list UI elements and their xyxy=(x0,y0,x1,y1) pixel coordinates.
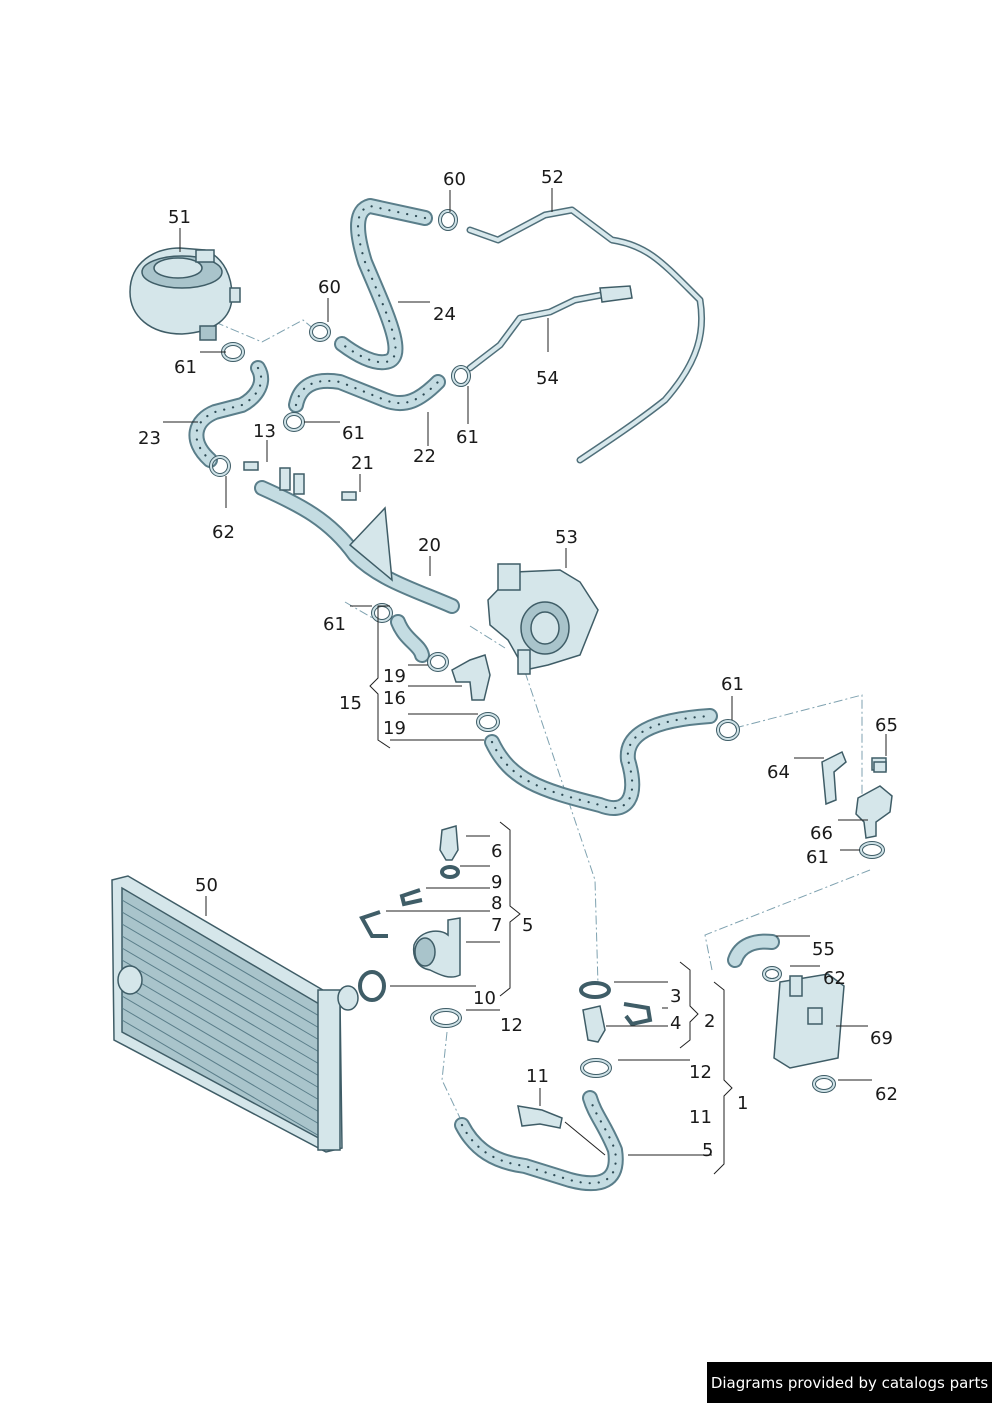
part-16-connector xyxy=(451,654,491,701)
label-62: 62 xyxy=(212,522,235,543)
leader-lines xyxy=(163,188,887,1175)
label-69: 69 xyxy=(870,1028,893,1049)
label-64: 64 xyxy=(767,762,790,783)
part-11-bracket xyxy=(517,1105,563,1129)
catalog-attribution-badge: Diagrams provided by catalogs parts xyxy=(707,1362,992,1403)
label-61: 61 xyxy=(456,427,479,448)
label-19: 19 xyxy=(383,666,406,687)
label-62: 62 xyxy=(875,1084,898,1105)
label-4: 4 xyxy=(670,1013,681,1034)
label-53: 53 xyxy=(555,527,578,548)
label-60: 60 xyxy=(318,277,341,298)
label-61: 61 xyxy=(721,674,744,695)
label-19: 19 xyxy=(383,718,406,739)
label-61: 61 xyxy=(323,614,346,635)
label-65: 65 xyxy=(875,715,898,736)
label-11: 11 xyxy=(689,1107,712,1128)
label-10: 10 xyxy=(473,988,496,1009)
hoses xyxy=(188,198,780,1192)
label-61: 61 xyxy=(806,847,829,868)
part-4-fitting xyxy=(579,981,653,1043)
label-12: 12 xyxy=(689,1062,712,1083)
label-9: 9 xyxy=(491,872,502,893)
part-50-radiator xyxy=(111,875,359,1153)
label-50: 50 xyxy=(195,875,218,896)
label-51: 51 xyxy=(168,207,191,228)
label-5: 5 xyxy=(702,1140,713,1161)
part-number-labels: 51 60 52 60 24 61 23 13 61 22 61 54 21 6… xyxy=(138,167,898,1161)
part-69-oil-cooler xyxy=(773,973,845,1069)
label-62: 62 xyxy=(823,968,846,989)
label-3: 3 xyxy=(670,986,681,1007)
label-16: 16 xyxy=(383,688,406,709)
label-13: 13 xyxy=(253,421,276,442)
label-55: 55 xyxy=(812,939,835,960)
hose-clamps xyxy=(209,209,885,1093)
label-1: 1 xyxy=(737,1093,748,1114)
label-54: 54 xyxy=(536,368,559,389)
label-11: 11 xyxy=(526,1066,549,1087)
label-8: 8 xyxy=(491,893,502,914)
label-60: 60 xyxy=(443,169,466,190)
pipes xyxy=(254,206,706,614)
bolts xyxy=(243,461,887,773)
label-24: 24 xyxy=(433,304,456,325)
part-7-fitting xyxy=(358,825,461,1002)
label-20: 20 xyxy=(418,535,441,556)
label-7: 7 xyxy=(491,915,502,936)
label-66: 66 xyxy=(810,823,833,844)
label-5: 5 xyxy=(522,915,533,936)
label-6: 6 xyxy=(491,841,502,862)
label-2: 2 xyxy=(704,1011,715,1032)
part-51-coolant-reservoir xyxy=(129,247,241,341)
label-61: 61 xyxy=(174,357,197,378)
label-15: 15 xyxy=(339,693,362,714)
part-53-thermostat-housing xyxy=(487,563,599,675)
label-61: 61 xyxy=(342,423,365,444)
label-52: 52 xyxy=(541,167,564,188)
label-21: 21 xyxy=(351,453,374,474)
label-23: 23 xyxy=(138,428,161,449)
connection-lines xyxy=(214,319,871,1119)
label-22: 22 xyxy=(413,446,436,467)
label-12: 12 xyxy=(500,1015,523,1036)
